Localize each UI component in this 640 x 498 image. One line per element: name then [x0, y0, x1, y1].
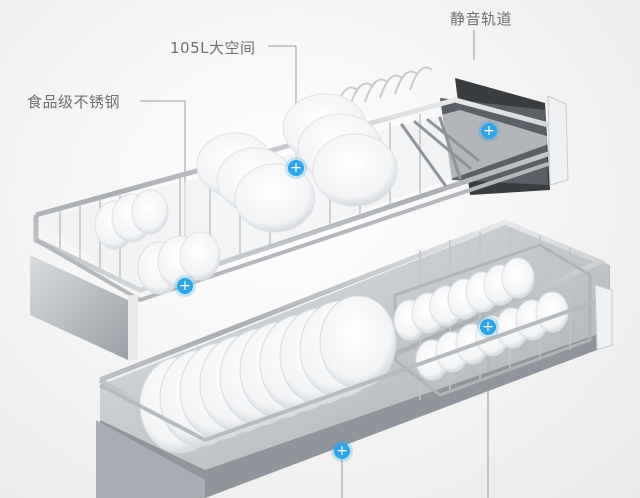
upper-plates: [196, 93, 398, 233]
hotspot-material[interactable]: +: [177, 278, 193, 294]
callout-material: 食品级不锈钢: [27, 93, 121, 111]
hotspot-silent-rail[interactable]: +: [481, 123, 497, 139]
hotspot-capacity[interactable]: +: [288, 160, 304, 176]
upper-basket: [30, 66, 569, 360]
lower-basket: [96, 219, 613, 498]
hotspot-bowl-basket[interactable]: +: [480, 319, 496, 335]
lower-plates: [139, 295, 397, 454]
hotspot-drip-tray[interactable]: +: [334, 443, 350, 459]
callout-capacity: 105L大空间: [170, 39, 256, 57]
callout-silent-rail: 静音轨道: [450, 10, 513, 28]
